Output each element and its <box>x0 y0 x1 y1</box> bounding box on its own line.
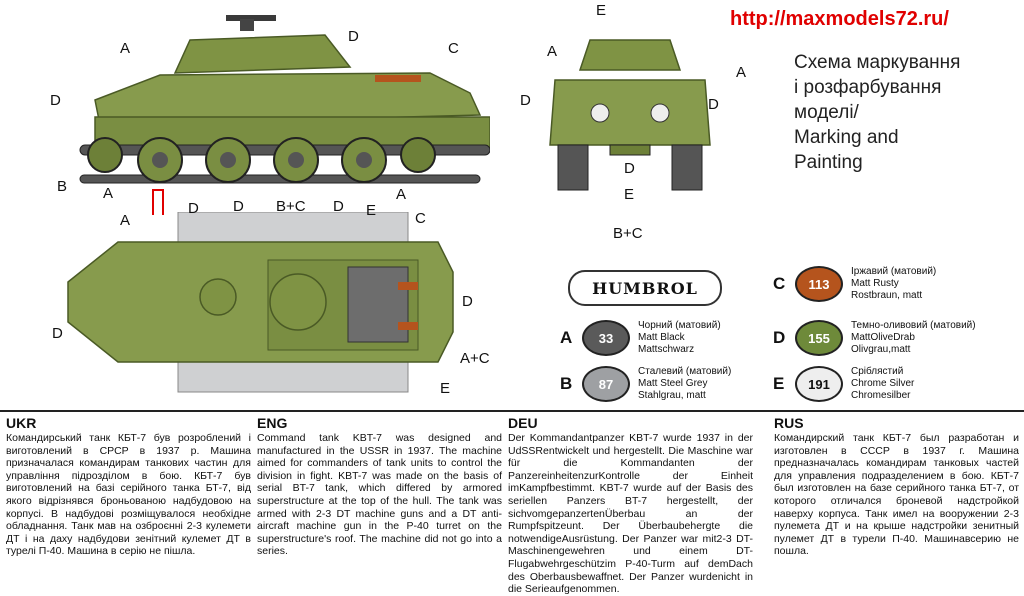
column-heading: UKR <box>6 415 37 431</box>
paint-swatch-87: 87 <box>582 366 630 402</box>
paint-name-eng: Matt Steel Grey <box>638 378 708 389</box>
callout-label: D <box>624 160 635 177</box>
paint-item-d: D 155 Темно-оливовий (матовий) MattOlive… <box>773 320 976 356</box>
paint-swatch-33: 33 <box>582 320 630 356</box>
callout-label: A <box>120 212 131 229</box>
callout-label: E <box>440 380 451 397</box>
paint-names: Сталевий (матовий) Matt Steel Grey Stahl… <box>638 366 731 402</box>
paint-names: Темно-оливовий (матовий) MattOliveDrab O… <box>851 320 976 356</box>
paint-letter: C <box>773 274 786 293</box>
paint-name-eng: MattOliveDrab <box>851 332 915 343</box>
paint-item-a: A 33 Чорний (матовий) Matt Black Mattsch… <box>560 320 721 356</box>
callout-label: A <box>547 43 558 60</box>
column-body: Командирский танк КБТ-7 был разработан и… <box>774 432 1019 558</box>
callout-label: E <box>624 186 635 203</box>
text-column-eng: ENG Command tank KBT-7 was designed and … <box>257 415 502 558</box>
paint-name-deu: Rostbraun, matt <box>851 290 923 301</box>
column-body: Command tank KBT-7 was designed and manu… <box>257 432 502 558</box>
callout-label: B+C <box>613 225 643 242</box>
callout-label: E <box>596 2 607 19</box>
callout-label: D <box>333 198 344 215</box>
paint-name-deu: Chromesilber <box>851 390 911 401</box>
text-column-rus: RUS Командирский танк КБТ-7 был разработ… <box>774 415 1019 558</box>
paint-names: Чорний (матовий) Matt Black Mattschwarz <box>638 320 721 356</box>
paint-name-eng: Matt Rusty <box>851 278 899 289</box>
page-title: Схема маркування і розфарбування моделі/… <box>794 50 960 175</box>
callout-label: A <box>120 40 131 57</box>
title-line: моделі/ <box>794 102 859 123</box>
paint-letter: E <box>773 374 785 393</box>
callout-label: B <box>57 178 68 195</box>
section-divider <box>0 410 1024 412</box>
text-column-deu: DEU Der Kommandantpanzer KBT-7 wurde 193… <box>508 415 753 596</box>
paint-name-ukr: Іржавий (матовий) <box>851 266 937 277</box>
column-heading: ENG <box>257 415 288 431</box>
paint-name-ukr: Темно-оливовий (матовий) <box>851 320 976 331</box>
paint-letter: A <box>560 328 573 347</box>
paint-names: Іржавий (матовий) Matt Rusty Rostbraun, … <box>851 266 936 302</box>
text-column-ukr: UKR Командирський танк КБТ-7 був розробл… <box>6 415 251 558</box>
callout-label: D <box>348 28 359 45</box>
website-url: http://maxmodels72.ru/ <box>730 8 949 30</box>
humbrol-logo: HUMBROL <box>568 270 722 306</box>
paint-name-eng: Chrome Silver <box>851 378 915 389</box>
callout-label: A <box>396 186 407 203</box>
column-heading: DEU <box>508 415 538 431</box>
callout-label: B+C <box>276 198 306 215</box>
callout-label: D <box>50 92 61 109</box>
title-line: Marking and <box>794 127 899 148</box>
column-body: Командирський танк КБТ-7 був розроблений… <box>6 432 251 558</box>
callout-label: E <box>366 202 377 219</box>
callout-label: D <box>188 200 199 217</box>
callout-label: A+C <box>460 350 490 367</box>
tank-top-view <box>67 212 454 393</box>
paint-letter: B <box>560 374 573 393</box>
tank-front-view <box>549 39 711 191</box>
paint-item-b: B 87 Сталевий (матовий) Matt Steel Grey … <box>560 366 731 402</box>
callout-label: D <box>233 198 244 215</box>
paint-names: Сріблястий Chrome Silver Chromesilber <box>851 366 914 402</box>
paint-swatch-155: 155 <box>795 320 843 356</box>
callout-label: C <box>448 40 459 57</box>
callout-label: A <box>103 185 114 202</box>
column-body: Der Kommandantpanzer KBT-7 wurde 1937 in… <box>508 432 753 596</box>
callout-label: D <box>462 293 473 310</box>
callout-label: A <box>736 64 747 81</box>
paint-name-ukr: Сталевий (матовий) <box>638 366 732 377</box>
paint-swatch-191: 191 <box>795 366 843 402</box>
paint-name-ukr: Чорний (матовий) <box>638 320 721 331</box>
title-line: Painting <box>794 152 863 173</box>
paint-item-c: C 113 Іржавий (матовий) Matt Rusty Rostb… <box>773 266 936 302</box>
callout-label: C <box>415 210 426 227</box>
paint-swatch-113: 113 <box>795 266 843 302</box>
title-line: Схема маркування <box>794 52 961 73</box>
paint-name-deu: Mattschwarz <box>638 344 695 355</box>
column-heading: RUS <box>774 415 804 431</box>
paint-item-e: E 191 Сріблястий Chrome Silver Chromesil… <box>773 366 914 402</box>
callout-label: D <box>520 92 531 109</box>
paint-name-deu: Stahlgrau, matt <box>638 390 706 401</box>
callout-label: D <box>708 96 719 113</box>
callout-label: D <box>52 325 63 342</box>
tank-side-view <box>79 15 490 215</box>
paint-name-deu: Olivgrau,matt <box>851 344 911 355</box>
title-line: і розфарбування <box>794 77 942 98</box>
paint-letter: D <box>773 328 786 347</box>
paint-name-ukr: Сріблястий <box>851 366 904 377</box>
paint-name-eng: Matt Black <box>638 332 685 343</box>
